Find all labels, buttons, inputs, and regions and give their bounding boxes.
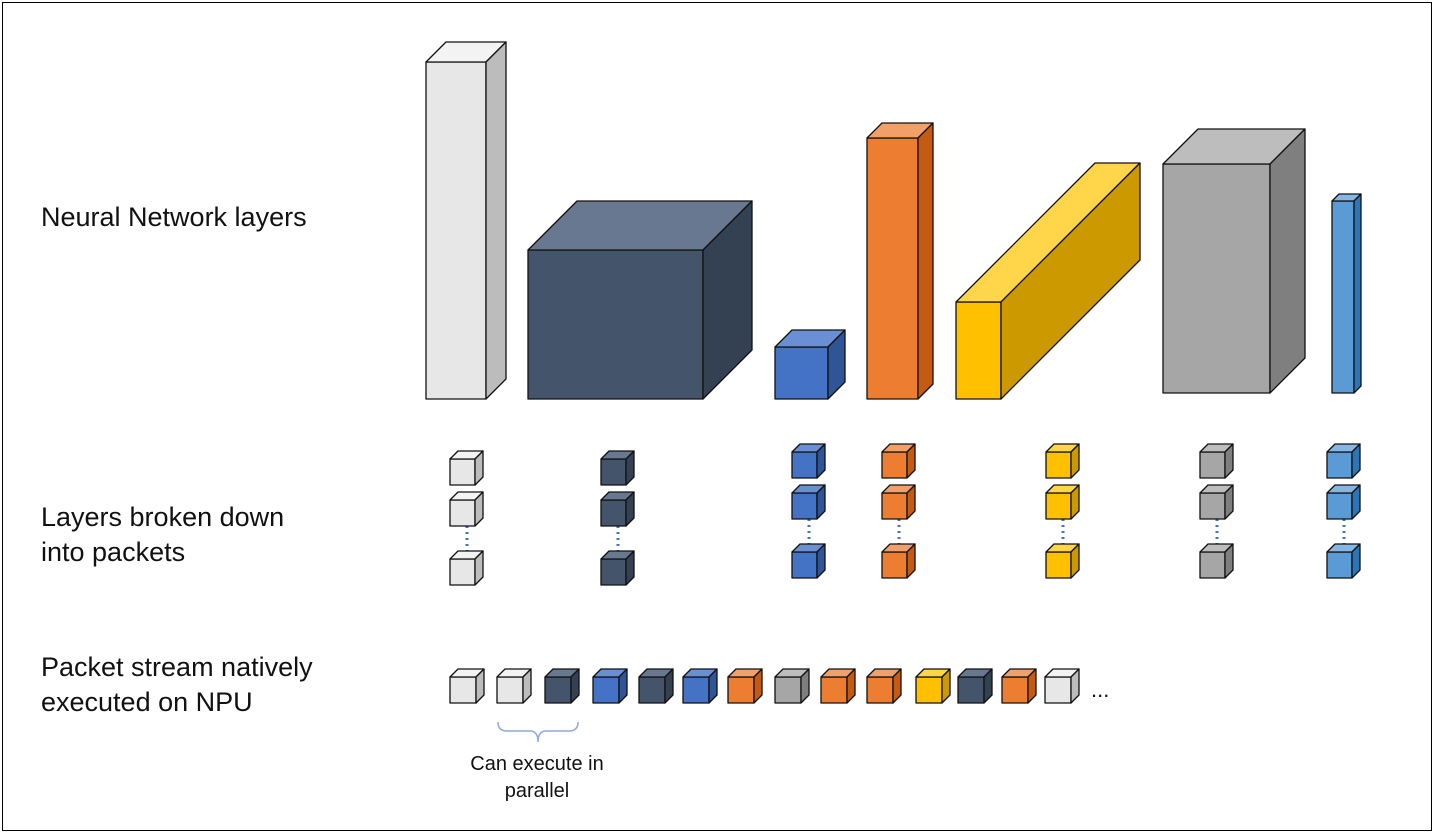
packet-column-2 — [600, 450, 635, 586]
stream-packet-6 — [682, 668, 718, 704]
stream-packet-14 — [1044, 668, 1080, 704]
stream-packet-5 — [638, 668, 674, 704]
packet — [1326, 543, 1361, 579]
stream-packet-13 — [1001, 668, 1037, 704]
layer-block-5 — [955, 162, 1141, 400]
layers-label: Neural Network layers — [41, 202, 307, 232]
packet — [1199, 484, 1234, 520]
layer-block-3 — [774, 329, 846, 400]
packet — [600, 491, 635, 527]
stream-label: Packet stream natively executed on NPU — [41, 652, 313, 717]
stream-packet-9 — [820, 668, 856, 704]
stream-packet-10 — [866, 668, 902, 704]
stream-packet-1 — [449, 668, 485, 704]
layer-block-1 — [425, 41, 507, 400]
packet-stream — [449, 668, 1080, 704]
packet-column-1 — [449, 450, 484, 586]
packet — [449, 450, 484, 486]
packet — [791, 484, 826, 520]
packet-column-3 — [791, 443, 826, 579]
packet — [881, 543, 916, 579]
packet-column-7 — [1326, 443, 1361, 579]
packet — [1045, 484, 1080, 520]
packet-column-6 — [1199, 443, 1234, 579]
packet-columns — [449, 443, 1361, 586]
layer-blocks — [425, 41, 1362, 400]
parallel-brace — [497, 721, 579, 743]
packet-column-4 — [881, 443, 916, 579]
packet — [791, 543, 826, 579]
packet — [881, 484, 916, 520]
stream-packet-2 — [496, 668, 532, 704]
packet — [791, 443, 826, 479]
packet — [449, 550, 484, 586]
packet — [1199, 443, 1234, 479]
packet — [1045, 543, 1080, 579]
stream-packet-8 — [774, 668, 810, 704]
stream-packet-4 — [592, 668, 628, 704]
stream-packet-12 — [957, 668, 993, 704]
packet-column-5 — [1045, 443, 1080, 579]
stream-packet-7 — [727, 668, 763, 704]
stream-packet-11 — [915, 668, 951, 704]
packet — [881, 443, 916, 479]
packet — [1326, 443, 1361, 479]
layer-block-6 — [1162, 128, 1306, 394]
packet — [1326, 484, 1361, 520]
packet — [1199, 543, 1234, 579]
packet — [1045, 443, 1080, 479]
stream-ellipsis: ... — [1091, 677, 1110, 702]
packet — [449, 491, 484, 527]
packet — [600, 450, 635, 486]
packets-label: Layers broken down into packets — [41, 502, 285, 567]
packet — [600, 550, 635, 586]
parallel-caption: Can execute in parallel — [470, 753, 604, 802]
layer-block-7 — [1331, 193, 1362, 394]
layer-block-2 — [527, 200, 753, 400]
stream-packet-3 — [544, 668, 580, 704]
layer-block-4 — [866, 122, 934, 400]
